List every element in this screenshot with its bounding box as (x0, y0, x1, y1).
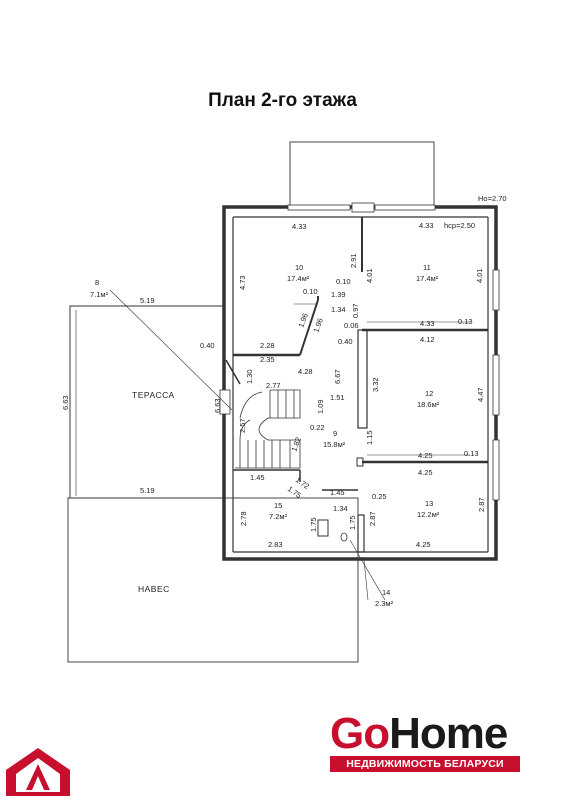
dimension-label: 2.78 (239, 511, 248, 526)
terrace-outline (69, 305, 224, 499)
canopy-label: НАВЕС (138, 584, 170, 594)
dimension-label: 1.09 (316, 399, 325, 414)
ceiling-height-ho: Hо=2.70 (478, 194, 507, 203)
dimension-label: 1.96 (311, 317, 324, 334)
room-area: 17.4м² (416, 274, 439, 283)
dimension-label: 2.28 (260, 341, 275, 350)
dimension-label: 4.25 (418, 451, 433, 460)
room-number: 9 (333, 429, 337, 438)
room-area: 7.2м² (269, 512, 288, 521)
dimension-label: 1.75 (348, 515, 357, 530)
dimension-label: 4.01 (365, 268, 374, 283)
ceiling-height-hcp: hср=2.50 (444, 221, 475, 230)
dimension-label: 4.33 (419, 221, 434, 230)
dimension-label: 2.57 (238, 418, 247, 433)
dimension-label: 4.33 (420, 319, 435, 328)
dimension-label: 4.47 (476, 387, 485, 402)
terrace-label: ТЕРАССА (132, 390, 175, 400)
dimension-label: 1.51 (330, 393, 345, 402)
dimension-label: 4.25 (418, 468, 433, 477)
dimension-label: 1.45 (250, 473, 265, 482)
room-number: 8 (95, 278, 99, 287)
room-number: 12 (425, 389, 433, 398)
logo-wordmark: GoHome (330, 712, 520, 756)
dimension-label: 2.87 (368, 511, 377, 526)
room-number: 14 (382, 588, 390, 597)
logo-tagline: НЕДВИЖИМОСТЬ БЕЛАРУСИ (330, 756, 520, 772)
staircase (235, 389, 301, 469)
dimension-label: 0.22 (310, 423, 325, 432)
dimension-label: 0.13 (458, 317, 473, 326)
dimension-label: 0.10 (303, 287, 318, 296)
house-a-logo-icon (6, 748, 70, 796)
room-area: 15.8м² (323, 440, 346, 449)
dimension-label: 2.35 (260, 355, 275, 364)
dimension-label: 6.63 (213, 398, 222, 413)
room-number: 15 (274, 501, 282, 510)
dimension-label: 0.97 (351, 303, 360, 318)
gohome-logo: GoHome НЕДВИЖИМОСТЬ БЕЛАРУСИ (330, 712, 520, 772)
room-area: 7.1м² (90, 290, 109, 299)
canopy-outline (67, 497, 359, 663)
dimension-label: 1.75 (309, 517, 318, 532)
floor-plan: Hо=2.70 hср=2.50 ТЕРАССА НАВЕС 8 7.1м² 1… (61, 141, 507, 663)
logo-word-home: Home (389, 709, 508, 758)
page-title: План 2-го этажа (208, 90, 357, 111)
dimension-label: 1.15 (365, 430, 374, 445)
dimension-label: 2.83 (268, 540, 283, 549)
dimension-label: 0.13 (464, 449, 479, 458)
balcony-outline (289, 141, 435, 207)
dimension-label: 0.06 (344, 321, 359, 330)
dimension-label: 0.25 (372, 492, 387, 501)
room-area: 17.4м² (287, 274, 310, 283)
dimension-label: 4.01 (475, 268, 484, 283)
dimension-label: 1.34 (333, 504, 348, 513)
dimension-label: 1.34 (331, 305, 346, 314)
dimension-label: 0.40 (338, 337, 353, 346)
dimension-label: 1.30 (245, 369, 254, 384)
dimension-label: 4.25 (416, 540, 431, 549)
dimension-label: 3.32 (371, 377, 380, 392)
room-number: 10 (295, 263, 303, 272)
dimension-label: 1.45 (330, 488, 345, 497)
dimension-label: 6.63 (61, 395, 70, 410)
room-number: 11 (423, 263, 431, 272)
dimension-label: 6.67 (333, 369, 342, 384)
dimension-label: 1.82 (289, 436, 302, 453)
room-area: 2.3м² (375, 599, 394, 608)
dimension-label: 4.12 (420, 335, 435, 344)
logo-word-go: Go (330, 709, 390, 758)
dimension-label: 4.28 (298, 367, 313, 376)
dimension-label: 2.91 (349, 253, 358, 268)
room-area: 12.2м² (417, 510, 440, 519)
dimension-label: 2.87 (477, 497, 486, 512)
outer-walls (222, 205, 498, 561)
dimension-label: 2.77 (266, 381, 281, 390)
dimension-label: 0.10 (336, 277, 351, 286)
dimension-label: 5.19 (140, 296, 155, 305)
dimension-label: 1.96 (296, 312, 309, 329)
dimension-label: 1.39 (331, 290, 346, 299)
dimension-label: 4.33 (292, 222, 307, 231)
dimension-label: 0.40 (200, 341, 215, 350)
room-number: 13 (425, 499, 433, 508)
dimension-label: 4.73 (238, 275, 247, 290)
room-area: 18.6м² (417, 400, 440, 409)
dimension-label: 5.19 (140, 486, 155, 495)
